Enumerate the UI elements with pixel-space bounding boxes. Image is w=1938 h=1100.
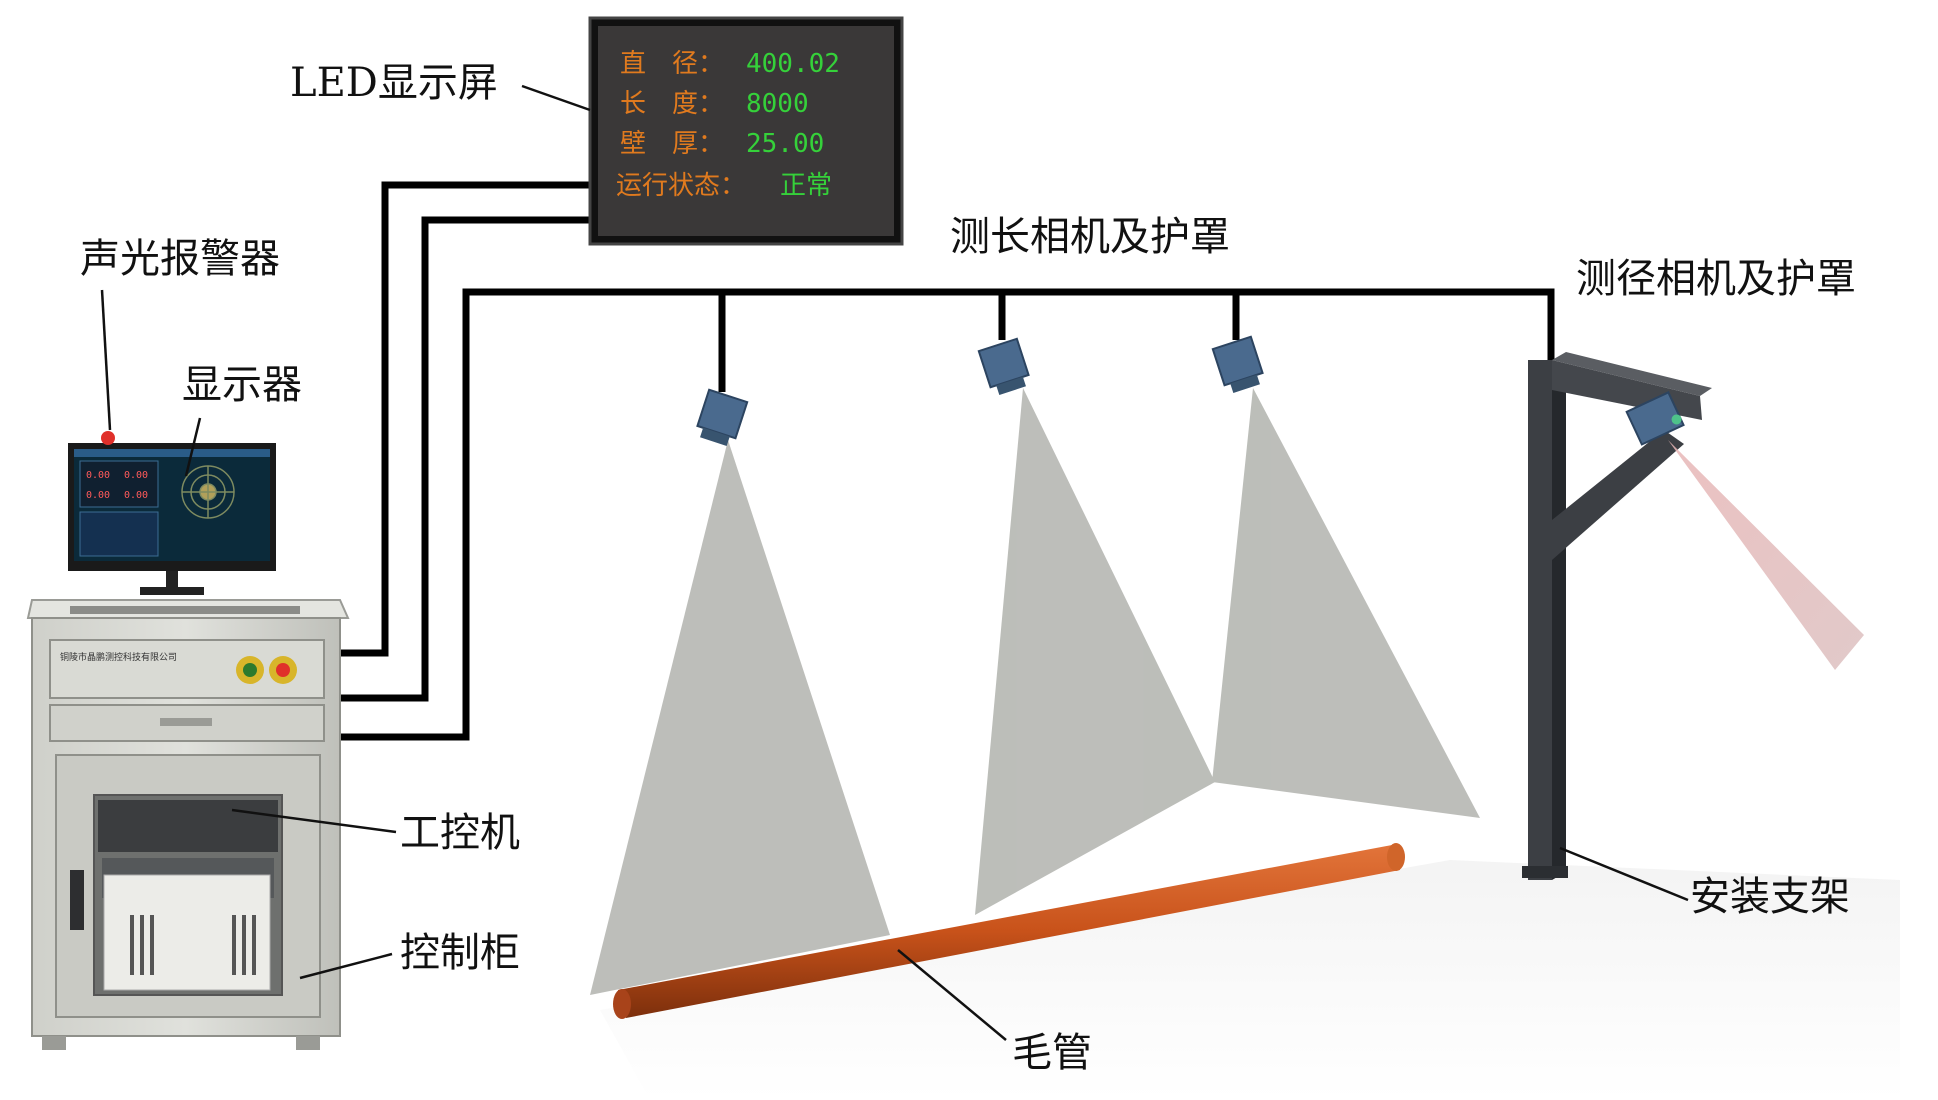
mounting-bracket <box>1522 352 1864 880</box>
alarm-light-icon <box>101 431 115 445</box>
target-gauge-icon <box>181 465 235 519</box>
bracket-arm-top <box>1552 352 1712 396</box>
camera-icon <box>1211 335 1264 393</box>
control-cabinet: 铜陵市晶鹏测控科技有限公司 <box>26 599 350 1050</box>
leader-monitor <box>184 417 202 477</box>
red-button-core <box>276 663 290 677</box>
led-diameter-value: 400.02 <box>746 49 840 79</box>
length-cameras <box>696 335 1264 446</box>
led-panel <box>598 26 894 236</box>
leader-pipe <box>897 949 1007 1041</box>
led-wall-label: 壁 厚： <box>620 129 724 159</box>
beam-2 <box>975 388 1215 915</box>
cable-3 <box>337 288 1555 741</box>
cable-2 <box>337 216 594 702</box>
monitor-neck <box>166 571 178 589</box>
cabinet-vent-strip <box>70 606 300 614</box>
led-status-label: 运行状态： <box>616 171 746 201</box>
beam-3 <box>1212 388 1480 818</box>
diameter-laser-beam <box>1668 440 1864 670</box>
door-lock-icon <box>70 870 84 930</box>
leader-lines <box>100 84 1689 1041</box>
leader-led <box>521 84 591 112</box>
industrial-pc <box>98 800 278 852</box>
label-alarm: 声光报警器 <box>80 236 280 282</box>
beam-1 <box>590 440 890 995</box>
cabinet-nameplate: 铜陵市晶鹏测控科技有限公司 <box>60 651 177 663</box>
green-button-core <box>243 663 257 677</box>
pipe-end-left <box>613 989 631 1019</box>
label-length-cameras: 测长相机及护罩 <box>950 214 1230 260</box>
leader-bracket <box>1559 846 1689 902</box>
cabinet-foot-left <box>42 1036 66 1050</box>
monitor-titlebar <box>74 449 270 457</box>
reading-value: 0.00 <box>124 490 148 501</box>
cable-1 <box>337 181 594 657</box>
led-diameter-label: 直 径： <box>620 49 724 79</box>
label-led-screen: LED显示屏 <box>290 60 498 106</box>
status-panel <box>79 511 159 557</box>
camera-icon <box>977 337 1030 395</box>
drawer-handle <box>160 718 212 726</box>
reading-value: 0.00 <box>86 470 110 481</box>
led-status-value: 正常 <box>780 171 832 201</box>
led-length-label: 长 度： <box>620 89 724 119</box>
label-monitor: 显示器 <box>182 362 302 408</box>
led-length-value: 8000 <box>746 89 809 119</box>
label-ipc: 工控机 <box>400 810 520 856</box>
floor-shadow <box>600 860 1900 1100</box>
ups-vents <box>130 915 256 975</box>
signal-cables <box>337 181 1555 741</box>
label-cabinet: 控制柜 <box>400 930 520 976</box>
led-display-screen: 直 径： 400.02 长 度： 8000 壁 厚： 25.00 运行状态： 正… <box>588 16 904 246</box>
bracket-post <box>1528 360 1552 880</box>
leader-cabinet <box>299 952 393 980</box>
reading-panel <box>79 460 159 508</box>
length-camera-beams <box>590 388 1480 995</box>
reading-value: 0.00 <box>124 470 148 481</box>
led-wall-value: 25.00 <box>746 129 824 159</box>
monitor-base <box>140 587 204 595</box>
label-pipe: 毛管 <box>1012 1030 1092 1076</box>
label-diameter-camera: 测径相机及护罩 <box>1576 256 1856 302</box>
bracket-post-side <box>1552 360 1566 880</box>
bracket-brace <box>1552 430 1684 560</box>
cabinet-foot-right <box>296 1036 320 1050</box>
monitor: 0.00 0.00 0.00 0.00 <box>68 431 276 595</box>
reading-value: 0.00 <box>86 490 110 501</box>
label-bracket: 安装支架 <box>1690 874 1850 920</box>
bracket-foot <box>1522 866 1568 878</box>
pipe <box>613 843 1405 1019</box>
camera-icon <box>696 388 749 446</box>
pipe-body <box>618 845 1400 1018</box>
leader-alarm <box>100 289 112 431</box>
pipe-end-right <box>1387 843 1405 871</box>
camera-icon <box>1625 391 1685 446</box>
leader-ipc <box>231 808 397 834</box>
